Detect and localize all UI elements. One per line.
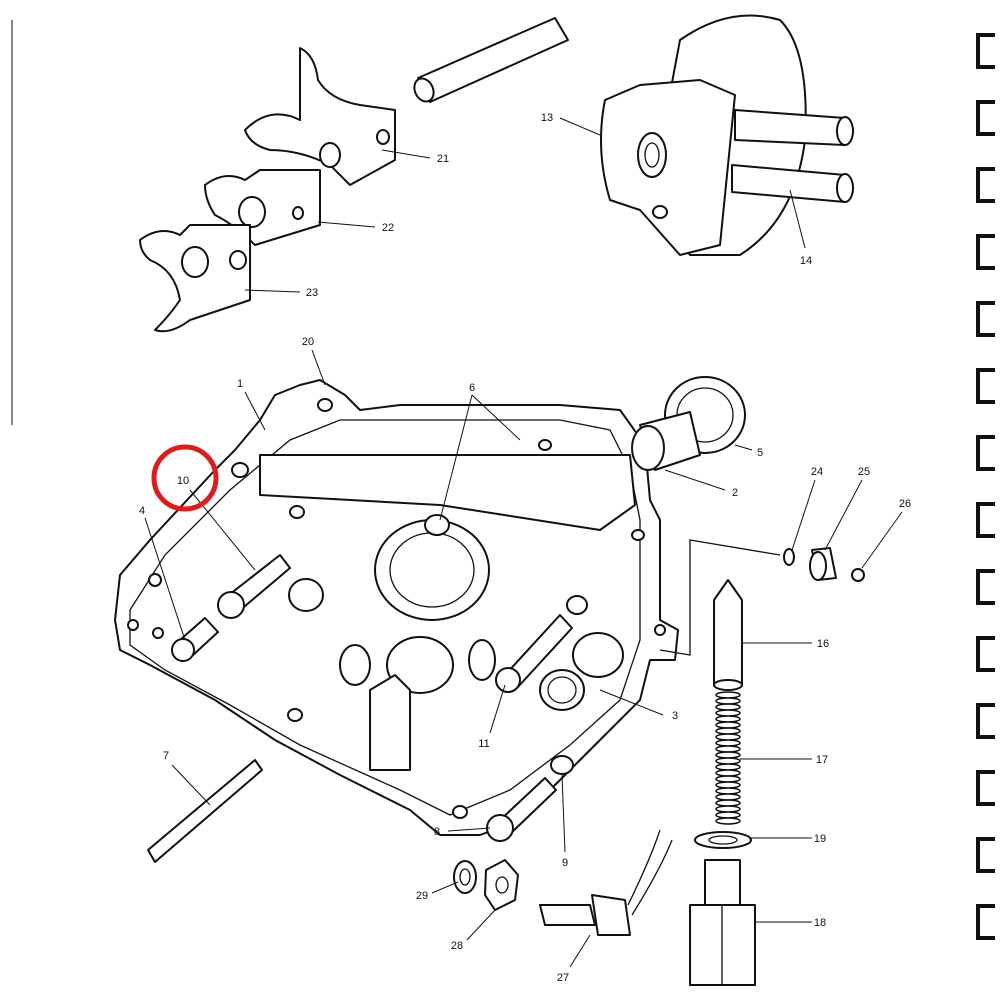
- spring-coil: [715, 727, 741, 735]
- binding-ring: [976, 770, 995, 806]
- binding-ring: [976, 100, 995, 136]
- binding-ring: [976, 703, 995, 739]
- binding-ring: [976, 904, 995, 940]
- callout-6: 6: [469, 382, 475, 394]
- spring: [715, 691, 741, 825]
- callout-9: 9: [562, 857, 568, 869]
- callout-28: 28: [451, 940, 463, 952]
- spring-coil: [715, 769, 741, 777]
- binding-ring: [976, 33, 995, 69]
- bearing-and-washer: [631, 376, 746, 471]
- spring-coil: [715, 811, 741, 819]
- callout-3: 3: [672, 710, 678, 722]
- callout-20: 20: [302, 336, 314, 348]
- callout-5: 5: [757, 447, 763, 459]
- spring-coil: [715, 787, 741, 795]
- spring-coil: [715, 805, 741, 813]
- binding-ring: [976, 167, 995, 203]
- spring-coil: [715, 817, 741, 825]
- callout-13: 13: [541, 112, 553, 124]
- binding-ring: [976, 636, 995, 672]
- callout-14: 14: [800, 255, 812, 267]
- small-parts: [659, 539, 865, 656]
- callout-17: 17: [816, 754, 828, 766]
- binding-ring: [976, 837, 995, 873]
- callout-10: 10: [177, 475, 189, 487]
- callout-8: 8: [434, 826, 440, 838]
- binding-ring: [976, 502, 995, 538]
- binding-ring: [976, 569, 995, 605]
- spring-coil: [715, 709, 741, 717]
- callout-11: 11: [478, 738, 489, 750]
- callout-29: 29: [416, 890, 428, 902]
- crankcase: [114, 379, 679, 836]
- plunger-assembly: [689, 579, 756, 986]
- spring-coil: [715, 775, 741, 783]
- callout-16: 16: [817, 638, 829, 650]
- callout-22: 22: [382, 222, 394, 234]
- binding-ring: [976, 368, 995, 404]
- spring-coil: [715, 751, 741, 759]
- spring-coil: [715, 697, 741, 705]
- callout-7: 7: [163, 750, 169, 762]
- spring-coil: [715, 691, 741, 699]
- spring-coil: [715, 739, 741, 747]
- nut-washer-sensor: [453, 829, 673, 936]
- spring-coil: [715, 721, 741, 729]
- leader-lines: [144, 117, 903, 968]
- binding-ring: [976, 301, 995, 337]
- spring-coil: [715, 715, 741, 723]
- callout-21: 21: [437, 153, 449, 165]
- spring-coil: [715, 781, 741, 789]
- callout-23: 23: [306, 287, 318, 299]
- binding-ring: [976, 435, 995, 471]
- callout-24: 24: [811, 466, 823, 478]
- callout-27: 27: [557, 972, 569, 984]
- binding-ring: [976, 234, 995, 270]
- shaft: [413, 17, 569, 103]
- callout-2: 2: [732, 487, 738, 499]
- binding-rings: [976, 33, 995, 940]
- callout-26: 26: [899, 498, 911, 510]
- spring-coil: [715, 799, 741, 807]
- callout-18: 18: [814, 917, 826, 929]
- callout-25: 25: [858, 466, 870, 478]
- spring-coil: [715, 703, 741, 711]
- spring-coil: [715, 757, 741, 765]
- spring-coil: [715, 763, 741, 771]
- spring-coil: [715, 733, 741, 741]
- selector-forks: [139, 47, 396, 333]
- spring-coil: [715, 745, 741, 753]
- callout-4: 4: [139, 505, 145, 517]
- kickstart-quadrant: [600, 14, 854, 256]
- highlight-circle: [151, 444, 219, 512]
- callout-19: 19: [814, 833, 826, 845]
- callout-1: 1: [237, 378, 243, 390]
- fasteners: [147, 554, 574, 863]
- spring-coil: [715, 793, 741, 801]
